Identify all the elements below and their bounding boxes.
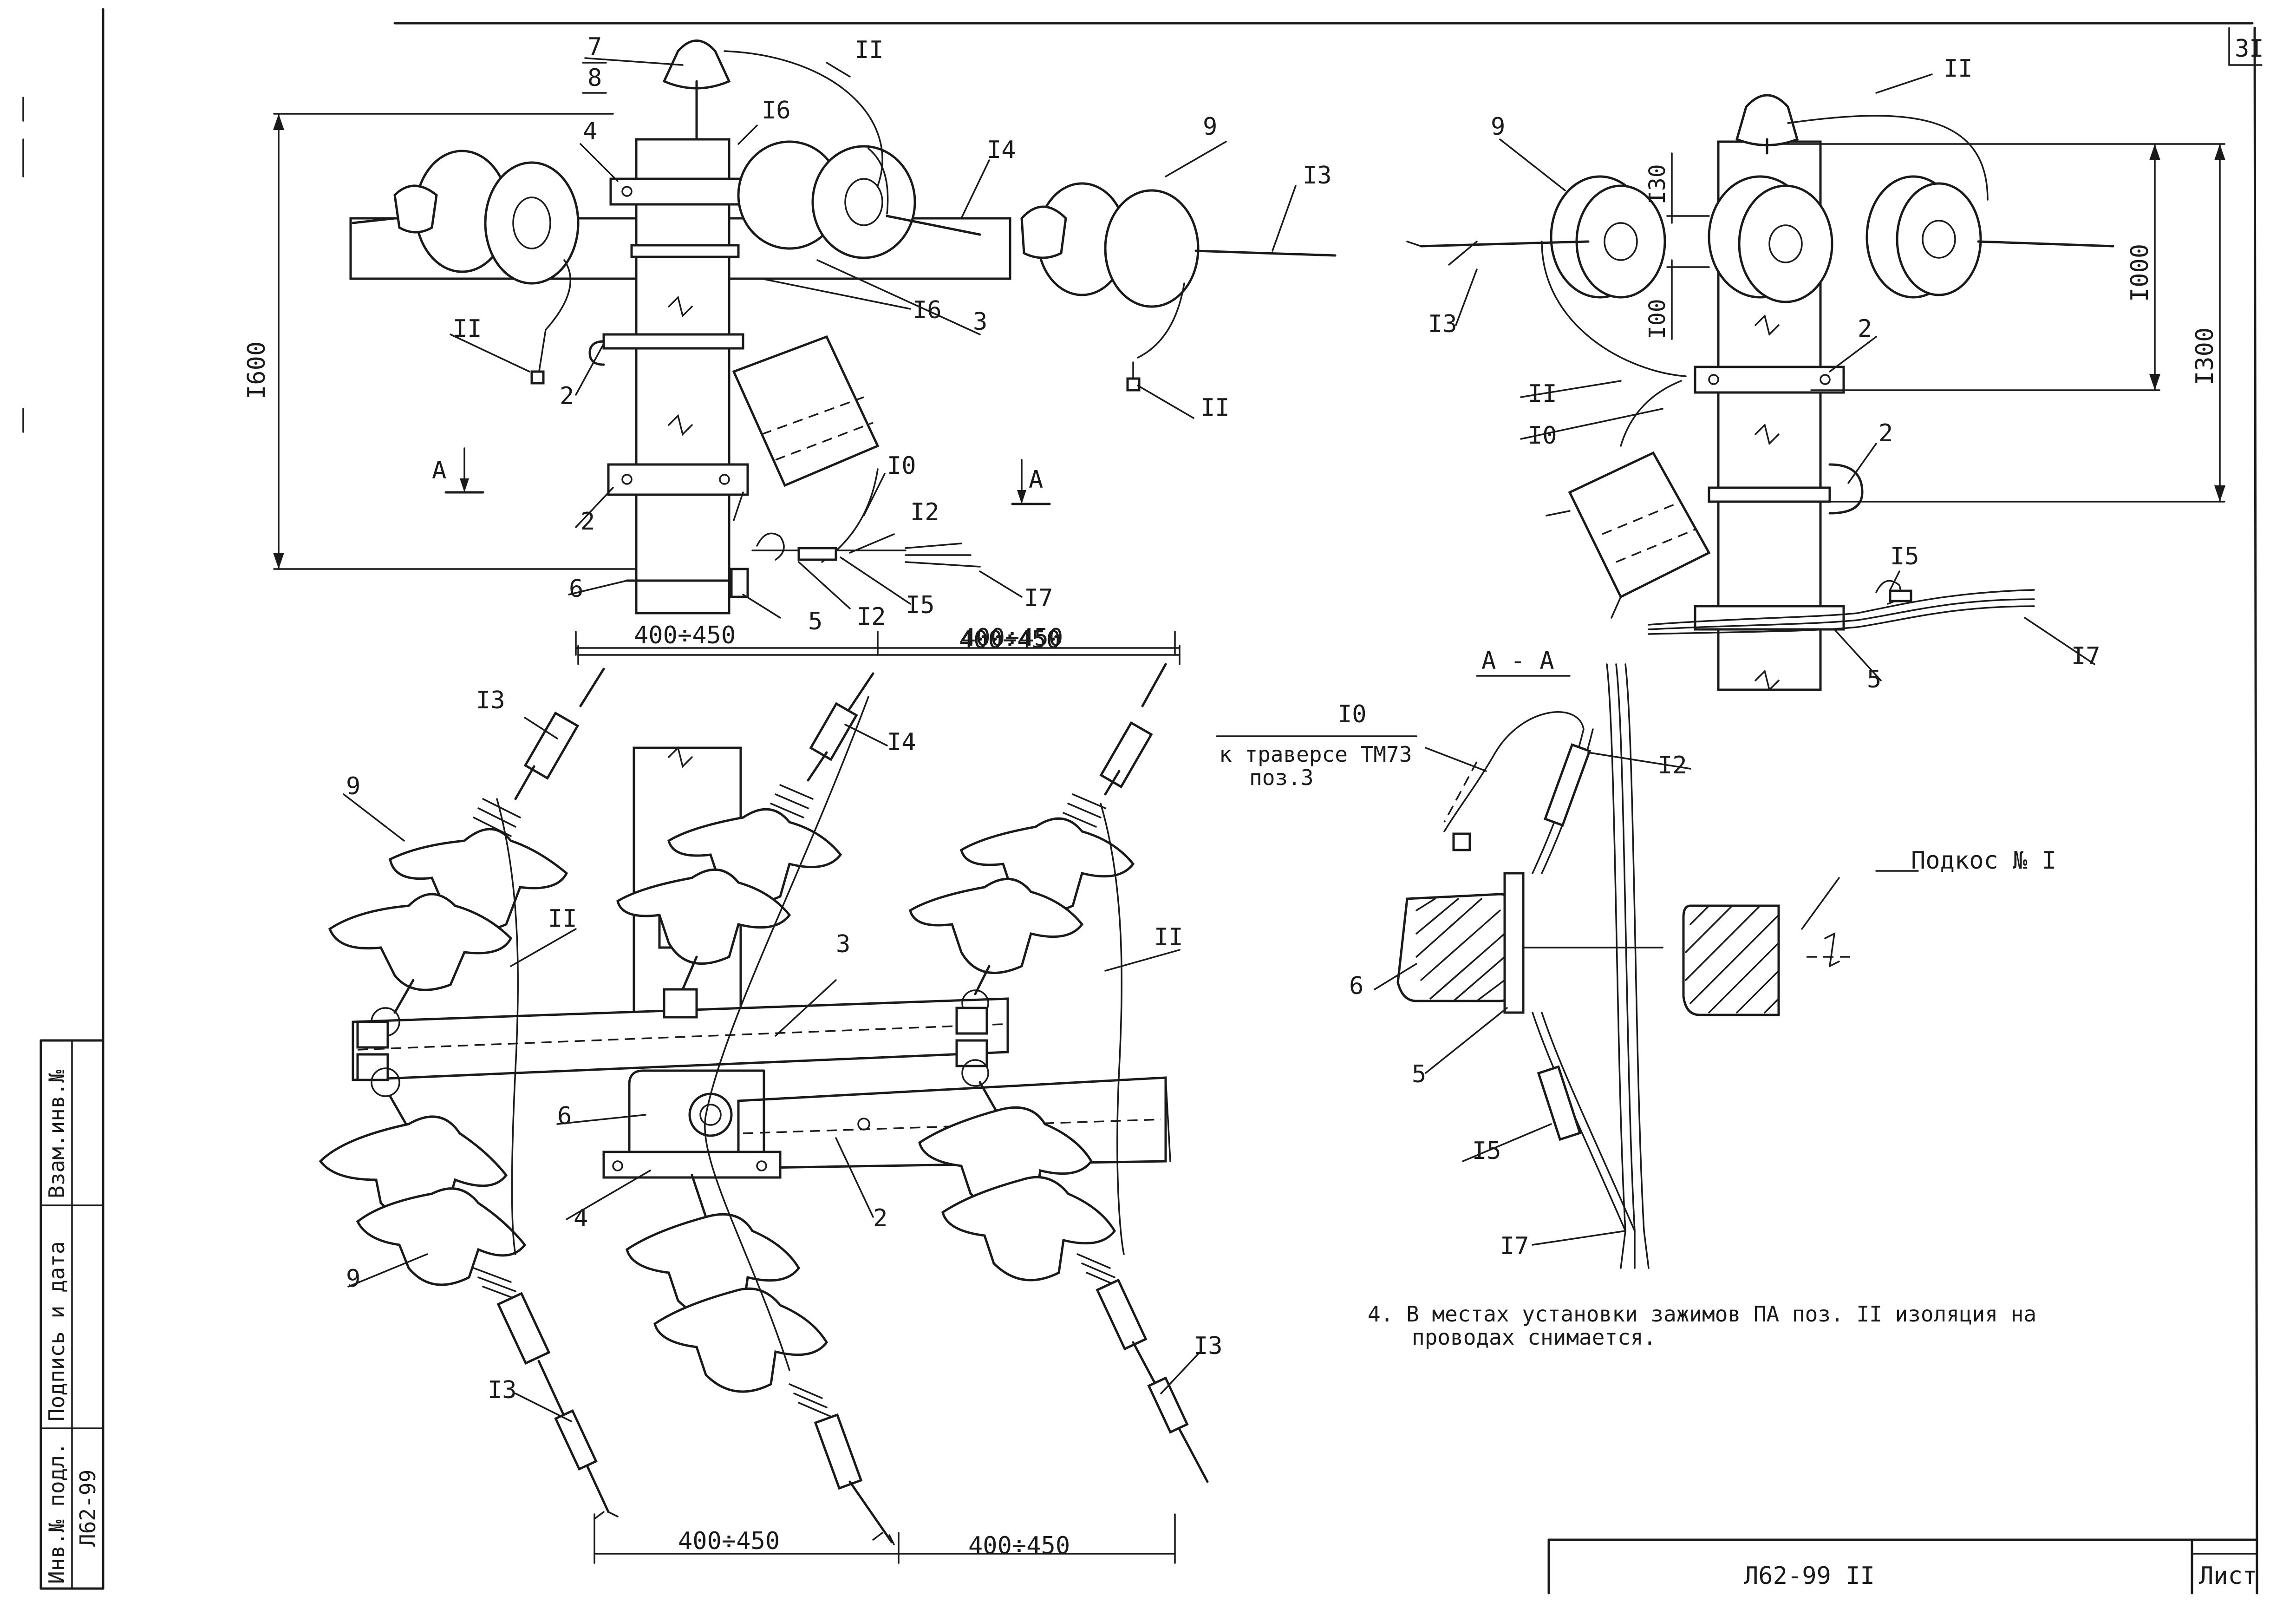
top-right-view (1406, 73, 2225, 692)
section-aa (1374, 663, 1919, 1269)
callout-8: 8 (587, 64, 602, 92)
callout-6: 6 (569, 575, 583, 603)
callout-2-b: 2 (581, 508, 595, 536)
callout-2-a: 2 (560, 382, 574, 410)
stamp-code: Л62-99 (75, 1470, 100, 1547)
rv-callout-5: 5 (1867, 666, 1881, 693)
rv-callout-I7: I7 (2071, 642, 2100, 670)
stamp-inv-podl: Инв.№ подл. (44, 1442, 69, 1584)
note-4-line1: 4. В местах установки зажимов ПА поз. II… (1368, 1302, 2036, 1327)
rv-callout-9: 9 (1491, 113, 1505, 141)
callout-7: 7 (587, 33, 602, 61)
section-mark-right: A (1029, 466, 1043, 494)
aa-callout-I2: I2 (1658, 752, 1687, 779)
note-4-line2: проводах снимается. (1412, 1325, 1656, 1350)
plan-callout-4: 4 (574, 1204, 588, 1232)
rv-callout-2-a: 2 (1858, 315, 1872, 343)
plan-callout-9-top: 9 (346, 772, 360, 800)
plan-dim-bottom-left: 400÷450 (678, 1527, 780, 1555)
callout-I4: I4 (987, 136, 1016, 164)
dim-400-450-right: 400÷450 (961, 624, 1063, 652)
callout-I5: I5 (906, 591, 935, 619)
rv-callout-2-b: 2 (1879, 419, 1893, 447)
callout-3: 3 (973, 308, 987, 336)
callout-I7: I7 (1024, 584, 1053, 612)
aa-callout-I5: I5 (1472, 1137, 1501, 1165)
title-block-code: Л62-99 II (1744, 1562, 1875, 1590)
section-aa-note-line2: поз.3 (1249, 765, 1313, 790)
aa-callout-6: 6 (1349, 972, 1363, 1000)
plan-callout-2: 2 (873, 1204, 887, 1232)
title-block (1547, 1538, 2258, 1595)
bottom-plan-view (319, 645, 1209, 1564)
plan-callout-I3-bottom-right: I3 (1194, 1332, 1223, 1360)
callout-4: 4 (583, 118, 597, 145)
stamp-podpis: Подпись и дата (44, 1241, 69, 1421)
corner-sheet-number: 3I (2235, 35, 2264, 63)
rv-callout-I5: I5 (1890, 543, 1919, 570)
dim-1300: I300 (2191, 327, 2219, 386)
callout-II-top: II (854, 36, 884, 64)
plan-callout-I4: I4 (887, 728, 916, 756)
side-stamp: Взам.инв.№ Подпись и дата Инв.№ подл. Л6… (39, 1039, 104, 1590)
section-mark-left: A (432, 457, 446, 484)
section-aa-title: А - А (1481, 647, 1554, 675)
rv-callout-II-top: II (1944, 55, 1973, 83)
callout-I6-mid: I6 (913, 296, 942, 324)
plan-callout-II-right: II (1154, 923, 1183, 951)
callout-I2-a: I2 (910, 498, 939, 526)
dim-100: I00 (1644, 299, 1670, 339)
plan-callout-9-bottom: 9 (346, 1265, 360, 1293)
callout-II-left: II (453, 315, 482, 343)
dim-400-450-left: 400÷450 (634, 621, 736, 649)
section-aa-note-ref: I0 (1337, 700, 1367, 728)
rv-callout-I3: I3 (1428, 310, 1457, 338)
callout-I6-top: I6 (762, 97, 791, 124)
plan-callout-I3-bottom-left: I3 (488, 1376, 517, 1404)
plan-callout-I3-top: I3 (476, 687, 505, 714)
callout-II-right: II (1200, 394, 1230, 422)
dim-1000: I000 (2126, 244, 2154, 302)
aa-callout-I7: I7 (1500, 1232, 1529, 1260)
brace-label: Подкос № I (1911, 847, 2056, 875)
plan-dim-top: 400÷450 (959, 626, 1061, 654)
aa-callout-5: 5 (1412, 1060, 1426, 1088)
callout-I2-b: I2 (857, 603, 886, 631)
plan-callout-II-left: II (548, 905, 577, 933)
callout-I0: I0 (887, 452, 916, 480)
stamp-vzam: Взам.инв.№ (44, 1070, 69, 1198)
rv-callout-I0: I0 (1528, 422, 1557, 450)
callout-I3: I3 (1303, 162, 1332, 190)
callout-5: 5 (808, 608, 822, 635)
plan-callout-6: 6 (557, 1102, 572, 1130)
plan-callout-3: 3 (836, 930, 850, 958)
rv-callout-II: II (1528, 380, 1557, 408)
callout-9: 9 (1203, 113, 1217, 141)
section-aa-note-line1: к траверсе ТМ73 (1219, 742, 1412, 767)
sheet-label: Лист (2199, 1562, 2257, 1590)
top-left-view (273, 39, 1337, 656)
dim-1600: I600 (243, 341, 271, 399)
plan-dim-bottom-right: 400÷450 (968, 1532, 1070, 1560)
dim-130: I30 (1644, 164, 1670, 204)
